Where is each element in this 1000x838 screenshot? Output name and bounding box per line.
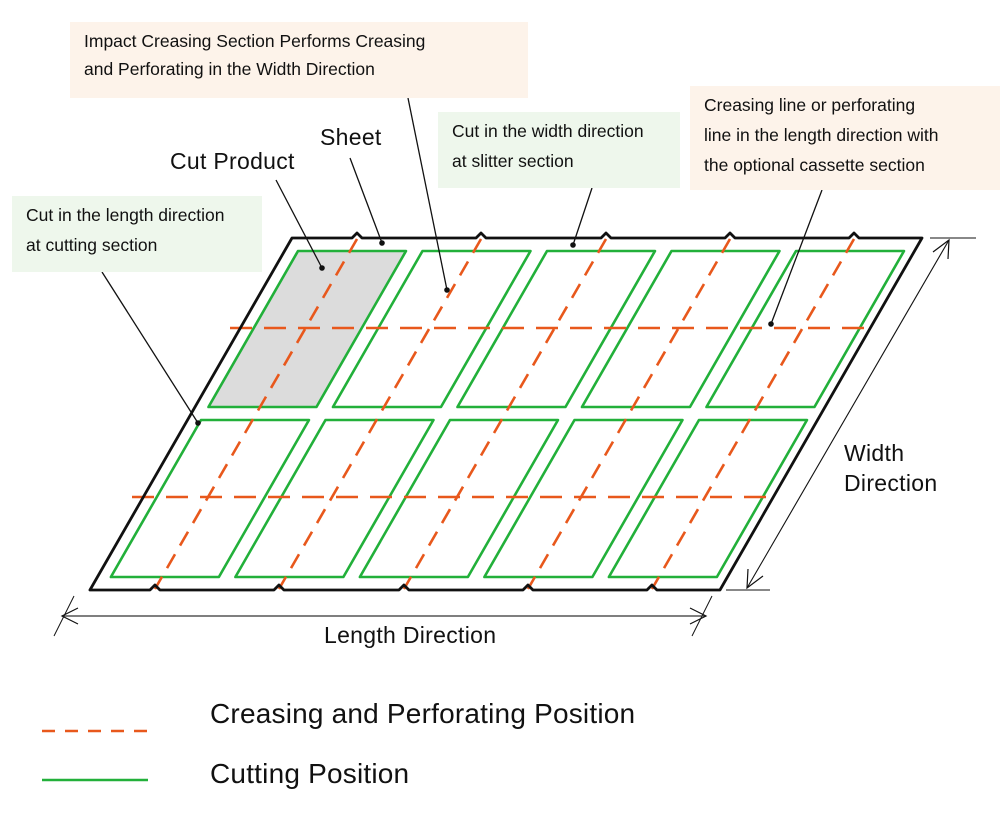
cassette-callout: Creasing line or perforating line in the… xyxy=(690,86,1000,190)
cutting-callout: Cut in the length direction at cutting s… xyxy=(12,196,262,272)
cut-product-r2-c2 xyxy=(234,418,435,579)
cut-product-r1-c1 xyxy=(207,249,408,409)
cutting-callout-line2: at cutting section xyxy=(26,235,158,255)
cut-product-r1-c2 xyxy=(331,249,532,409)
cutting-callout-line1: Cut in the length direction xyxy=(26,205,225,225)
slitter-callout: Cut in the width direction at slitter se… xyxy=(438,112,680,188)
cassette-callout-line1: Creasing line or perforating xyxy=(704,95,916,115)
sheet-outline xyxy=(88,231,924,592)
length-arrow-right-icon xyxy=(689,607,708,625)
cut-product-r2-c3 xyxy=(358,418,560,579)
cut-product-r1-c5 xyxy=(705,249,906,409)
length-crease-line-5 xyxy=(650,238,856,590)
length-crease-line-4 xyxy=(526,238,732,590)
cut-product-r2-c5 xyxy=(607,418,809,579)
cut-product-r1-c3 xyxy=(456,249,657,409)
legend-cutting-label: Cutting Position xyxy=(210,758,410,789)
cut-product-label: Cut Product xyxy=(170,148,295,174)
cut-product-r1-c4 xyxy=(580,249,781,409)
cut-product-leader xyxy=(275,179,323,269)
width-direction-label-line1: Width xyxy=(844,440,905,466)
cutting-leader-dot xyxy=(195,420,201,426)
length-direction-label: Length Direction xyxy=(324,622,497,648)
slitter-leader xyxy=(572,187,593,246)
cassette-leader-dot xyxy=(768,321,774,327)
sheet-leader xyxy=(349,157,383,244)
length-crease-line-1 xyxy=(153,238,359,590)
impact-creasing-leader xyxy=(407,97,448,291)
legend-creasing-label: Creasing and Perforating Position xyxy=(210,698,636,729)
width-dimension-line xyxy=(746,239,950,589)
sheet-leader-dot xyxy=(379,240,385,246)
cassette-callout-line2: line in the length direction with xyxy=(704,125,939,145)
cut-product-r2-c4 xyxy=(483,418,684,579)
length-crease-line-2 xyxy=(277,238,483,590)
width-direction-label-line2: Direction xyxy=(844,470,938,496)
impact-creasing-leader-dot xyxy=(444,287,450,293)
width-arrow-bottom-icon xyxy=(746,568,764,590)
slitter-callout-line2: at slitter section xyxy=(452,151,574,171)
cut-product-r2-c1 xyxy=(109,418,311,579)
impact-creasing-callout: Impact Creasing Section Performs Creasin… xyxy=(70,22,528,98)
slitter-callout-line1: Cut in the width direction xyxy=(452,121,644,141)
impact-creasing-callout-line1: Impact Creasing Section Performs Creasin… xyxy=(84,31,426,51)
cutting-leader xyxy=(101,271,199,424)
sheet-label: Sheet xyxy=(320,124,382,150)
length-arrow-left-icon xyxy=(60,607,79,625)
impact-creasing-callout-line2: and Perforating in the Width Direction xyxy=(84,59,375,79)
cassette-callout-line3: the optional cassette section xyxy=(704,155,925,175)
width-direction-label: Width Direction xyxy=(844,438,937,498)
width-arrow-top-icon xyxy=(932,238,950,260)
length-crease-line-3 xyxy=(402,238,608,590)
slitter-leader-dot xyxy=(570,242,576,248)
cassette-leader xyxy=(770,189,823,325)
cut-product-leader-dot xyxy=(319,265,325,271)
